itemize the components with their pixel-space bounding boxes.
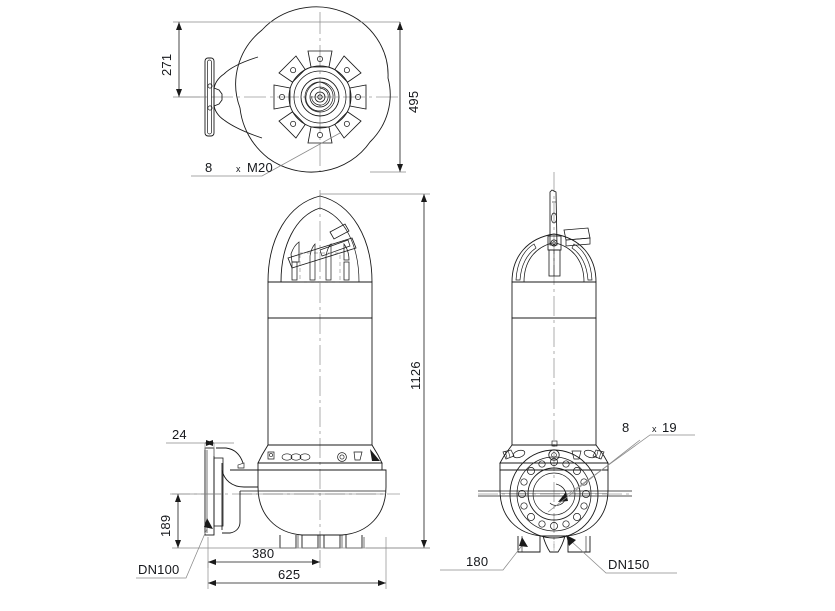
top-view-volute-outline	[235, 6, 391, 173]
flange-inlet-text: DN100	[138, 562, 179, 577]
bolt-count-top: 8	[205, 160, 212, 175]
top-view	[178, 6, 400, 173]
label-8x19: 8 x 19	[547, 420, 695, 513]
bolt-sep-top: x	[236, 164, 241, 174]
front-view-discharge-throat	[216, 447, 258, 534]
label-DN100: DN100	[136, 518, 213, 579]
dim-180-text: 180	[466, 554, 488, 569]
top-view-motor-lobes	[273, 50, 367, 144]
dim-271: 271	[159, 21, 400, 98]
dim-1126-text: 1126	[408, 361, 423, 390]
bolt-thread-top: M20	[247, 160, 273, 175]
side-view-centerline	[478, 172, 632, 548]
dim-189: 189	[158, 493, 430, 549]
dim-495-text: 495	[406, 91, 421, 113]
side-fitting-left	[502, 449, 526, 460]
dim-24: 24	[166, 427, 234, 456]
bolt-sep-side: x	[652, 424, 657, 434]
dim-24-text: 24	[172, 427, 187, 442]
label-180: 180	[440, 537, 528, 571]
bolt-count-side: 8	[622, 420, 629, 435]
dim-625-text: 625	[278, 567, 300, 582]
side-view-base-feet	[517, 535, 591, 553]
side-fitting-right	[583, 449, 605, 460]
dim-189-text: 189	[158, 515, 173, 537]
dim-380-text: 380	[252, 546, 274, 561]
dim-625: 625	[207, 537, 387, 589]
side-view-outlet-flange	[509, 449, 599, 539]
side-view	[478, 172, 632, 553]
bolt-size-side: 19	[662, 420, 677, 435]
dim-271-text: 271	[159, 54, 174, 76]
front-view	[170, 190, 400, 549]
dim-380: 380	[207, 537, 321, 568]
label-DN150: DN150	[566, 535, 677, 574]
flange-outlet-text: DN150	[608, 557, 649, 572]
dim-495: 495	[370, 22, 421, 173]
label-8xM20: 8 x M20	[191, 132, 341, 177]
